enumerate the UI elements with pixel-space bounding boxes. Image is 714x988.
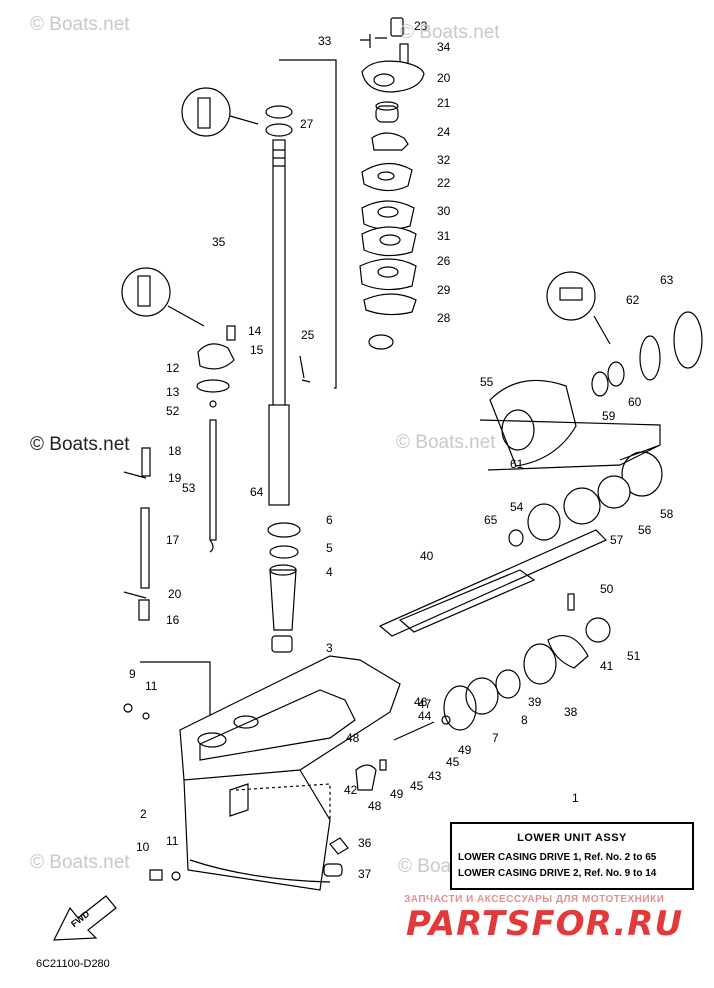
callout-55: 55: [480, 375, 494, 389]
callout-58: 58: [660, 507, 674, 521]
callout-33: 33: [318, 34, 332, 48]
callout-41: 41: [600, 659, 614, 673]
watermark: © Boats.net: [30, 852, 130, 873]
callout-2: 2: [140, 807, 147, 821]
watermark: © Boats.net: [30, 14, 130, 35]
shift-rod-assembly: [121, 267, 236, 742]
callout-65: 65: [484, 513, 498, 527]
callout-11: 11: [145, 679, 158, 693]
callout-36: 36: [358, 836, 372, 850]
callout-50: 50: [600, 582, 614, 596]
callout-63: 63: [660, 273, 674, 287]
callout-19: 19: [168, 471, 182, 485]
callout-56: 56: [638, 523, 652, 537]
callout-45: 45: [446, 755, 460, 769]
drive-shaft-assembly: [181, 59, 337, 653]
callout-11: 11: [166, 834, 179, 848]
callout-25: 25: [301, 328, 315, 342]
brand-logo: PARTSFOR.RU: [406, 904, 684, 944]
watermark: © Boats.net: [30, 434, 130, 455]
fwd-arrow: [53, 895, 117, 941]
callout-9: 9: [129, 667, 136, 681]
legend-line-2: LOWER CASING DRIVE 2, Ref. No. 9 to 14: [458, 868, 657, 879]
callout-48: 48: [346, 731, 360, 745]
callout-14: 14: [248, 324, 262, 338]
callout-6: 6: [326, 513, 333, 527]
watermark: © Boats.net: [396, 432, 496, 453]
callout-10: 10: [136, 840, 150, 854]
callout-62: 62: [626, 293, 640, 307]
callout-30: 30: [437, 204, 451, 218]
water-pump-assembly: [359, 17, 425, 350]
callout-60: 60: [628, 395, 642, 409]
callout-12: 12: [166, 361, 180, 375]
callout-26: 26: [437, 254, 451, 268]
callout-49: 49: [458, 743, 472, 757]
lower-casing: [123, 655, 401, 891]
callout-45: 45: [410, 779, 424, 793]
callout-23: 23: [414, 19, 428, 33]
legend-title: LOWER UNIT ASSY: [517, 832, 627, 844]
callout-37: 37: [358, 867, 372, 881]
callout-labels: 1234567891011111213141516171819202021222…: [129, 19, 674, 881]
callout-53: 53: [182, 481, 196, 495]
callout-39: 39: [528, 695, 542, 709]
propeller-shaft-assembly: [355, 271, 703, 791]
callout-49: 49: [390, 787, 404, 801]
callout-47: 47: [418, 697, 432, 711]
callout-4: 4: [326, 565, 333, 579]
assembly-legend: LOWER UNIT ASSY LOWER CASING DRIVE 1, Re…: [450, 822, 694, 890]
callout-46: 46: [414, 695, 428, 709]
callout-20: 20: [168, 587, 182, 601]
callout-18: 18: [168, 444, 182, 458]
callout-8: 8: [521, 713, 528, 727]
diagram-code: 6C21100-D280: [36, 958, 110, 970]
callout-59: 59: [602, 409, 616, 423]
callout-17: 17: [166, 533, 180, 547]
callout-44: 44: [418, 709, 432, 723]
callout-38: 38: [564, 705, 578, 719]
callout-3: 3: [326, 641, 333, 655]
callout-48: 48: [368, 799, 382, 813]
callout-40: 40: [420, 549, 434, 563]
callout-28: 28: [437, 311, 451, 325]
callout-54: 54: [510, 500, 524, 514]
callout-64: 64: [250, 485, 264, 499]
callout-57: 57: [610, 533, 624, 547]
callout-24: 24: [437, 125, 451, 139]
callout-52: 52: [166, 404, 180, 418]
legend-line-1: LOWER CASING DRIVE 1, Ref. No. 2 to 65: [458, 852, 657, 863]
callout-35: 35: [212, 235, 226, 249]
watermark: © Boats.net: [400, 22, 500, 43]
callout-1: 1: [572, 791, 579, 805]
callout-32: 32: [437, 153, 451, 167]
callout-20: 20: [437, 71, 451, 85]
callout-27: 27: [300, 117, 314, 131]
callout-22: 22: [437, 176, 451, 190]
brand-tagline: ЗАПЧАСТИ И АКСЕССУАРЫ ДЛЯ МОТОТЕХНИКИ: [404, 894, 665, 905]
callout-5: 5: [326, 541, 333, 555]
callout-61: 61: [510, 457, 524, 471]
callout-21: 21: [437, 96, 451, 110]
callout-29: 29: [437, 283, 451, 297]
callout-13: 13: [166, 385, 180, 399]
callout-15: 15: [250, 343, 264, 357]
callout-7: 7: [492, 731, 499, 745]
callout-42: 42: [344, 783, 358, 797]
callout-31: 31: [437, 229, 451, 243]
callout-16: 16: [166, 613, 180, 627]
callout-43: 43: [428, 769, 442, 783]
callout-51: 51: [627, 649, 641, 663]
callout-34: 34: [437, 40, 451, 54]
